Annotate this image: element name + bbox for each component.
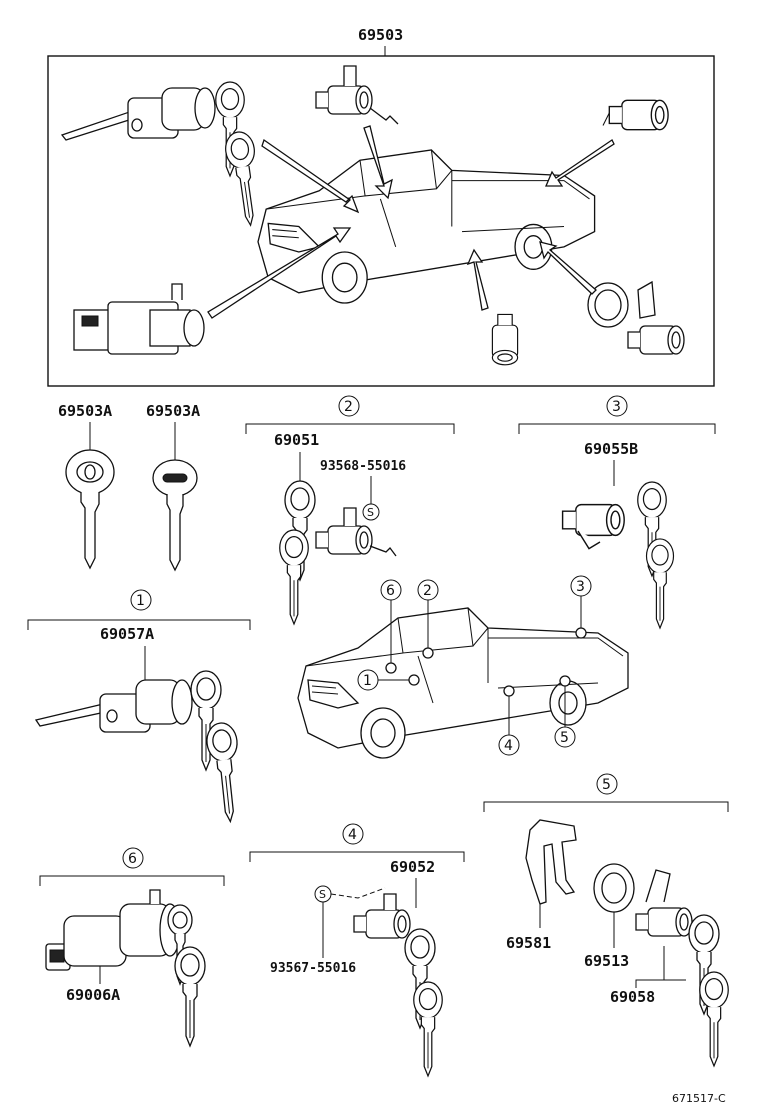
center-callout-2: 2 (423, 583, 432, 599)
g1-key-2-icon (204, 720, 246, 824)
g5-key-2-icon (699, 971, 729, 1067)
callout-5-circle (596, 773, 618, 795)
bracket-6 (39, 875, 225, 886)
g4-key-2-icon (413, 981, 443, 1077)
top-fuel-lock (587, 280, 685, 355)
bracket-1 (27, 619, 251, 630)
top-ignition-switch (73, 283, 205, 355)
g1-ignition-cylinder (34, 679, 193, 733)
top-door-lock-left (315, 65, 399, 125)
label-69052: 69052 (390, 858, 435, 876)
bracket-3 (518, 423, 716, 434)
label-69503A-1: 69503A (58, 402, 112, 420)
g2-key-2-icon (279, 529, 309, 625)
top-rear-cylinder (602, 99, 669, 131)
label-93567-55016: 93567-55016 (270, 961, 356, 976)
g5-cylinder (635, 869, 693, 937)
label-69581: 69581 (506, 934, 551, 952)
g2-lock-cylinder (315, 507, 397, 557)
screw-s-4: S (319, 888, 326, 901)
label-69058: 69058 (610, 988, 655, 1006)
callout-2-circle (338, 395, 360, 417)
label-69503A-2: 69503A (146, 402, 200, 420)
callout-3-circle (606, 395, 628, 417)
g5-clip (525, 819, 577, 905)
callout-6-circle (122, 847, 144, 869)
center-callout-4: 4 (504, 738, 513, 754)
top-door-lock-bottom (491, 313, 519, 366)
label-69503: 69503 (358, 26, 403, 44)
label-69513: 69513 (584, 952, 629, 970)
label-69051: 69051 (274, 431, 319, 449)
callout-4: 4 (348, 827, 357, 843)
screw-s-circle-2 (362, 503, 380, 521)
center-callout-1: 1 (363, 673, 372, 689)
g6-key-2-icon (174, 946, 206, 1047)
callout-3: 3 (612, 399, 621, 415)
g6-cylinder (45, 889, 181, 971)
bracket-4 (249, 851, 465, 862)
callout-1-circle (130, 589, 152, 611)
label-69006A: 69006A (66, 986, 120, 1004)
center-callout-6: 6 (386, 583, 395, 599)
center-callout-5: 5 (560, 730, 569, 746)
key-master-icon (65, 449, 115, 570)
callout-6: 6 (128, 851, 137, 867)
top-ignition-cylinder (60, 87, 216, 141)
callout-1: 1 (136, 593, 145, 609)
drawing-code: 671517-C (672, 1092, 726, 1105)
callout-4-circle (342, 823, 364, 845)
callout-2: 2 (344, 399, 353, 415)
key-valet-icon (152, 459, 198, 572)
callout-5: 5 (602, 777, 611, 793)
g5-ring (593, 863, 635, 913)
label-69055B: 69055B (584, 440, 638, 458)
label-69057A: 69057A (100, 625, 154, 643)
top-arrows (207, 125, 615, 319)
g3-key-2-icon (645, 538, 675, 629)
center-callout-3: 3 (576, 579, 585, 595)
label-93568-55016: 93568-55016 (320, 459, 406, 474)
center-truck-callouts: 6 2 3 1 4 5 (357, 575, 592, 756)
g4-lock-cylinder (353, 893, 411, 939)
screw-s-2: S (367, 506, 374, 519)
bracket-2 (245, 423, 455, 434)
assembly-box (47, 55, 715, 387)
top-key-2-icon (222, 129, 266, 228)
leader-69058 (635, 946, 686, 988)
g3-lock-cylinder (561, 503, 625, 550)
screw-dash-4 (330, 887, 386, 899)
bracket-5 (483, 801, 729, 812)
